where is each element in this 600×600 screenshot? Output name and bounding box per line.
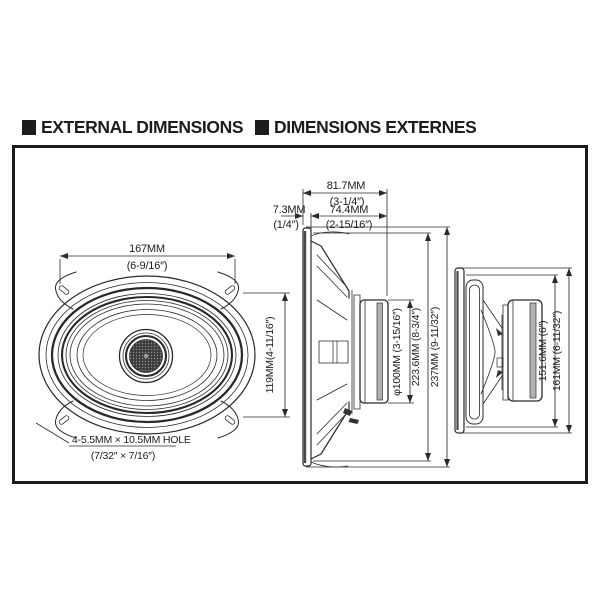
header-title-external-dimensions: EXTERNAL DIMENSIONS [22,117,244,138]
mounting-depth-inch-label: (3-1/4″) [330,196,365,208]
dimension-long-axis-heights: φ100MM (3-15/16″) 223.6MM (8-3/4″) 237MM… [306,226,450,468]
speaker-side-view-short-axis-drawing: 151.6MM (6″) 161MM (6-11/32″) [454,267,572,434]
flange-depth-mm-label: 7.3MM [273,204,306,216]
hole-note-line1: 4-5.5MM × 10.5MM HOLE [72,434,191,446]
dimension-mounting-depth: 81.7MM (3-1/4″) 7.3MM (1/4″) 74.4MM (2-1… [273,180,388,296]
terminal-tab [343,408,352,416]
speaker-side-view-long-axis-drawing: 81.7MM (3-1/4″) 7.3MM (1/4″) 74.4MM (2-1… [273,180,450,468]
front-width-mm-label: 167MM [129,243,165,255]
overall-length-label: 237MM (9-11/32″) [429,307,441,387]
mounting-lugs [54,271,240,439]
terminal-tab [496,370,503,378]
dimension-front-width: 167MM (6-9/16″) [59,243,236,284]
cutout-length-label: 223.6MM (8-3/4″) [410,308,422,386]
header-title-dimensions-externes: DIMENSIONS EXTERNES [255,117,477,138]
dimension-front-height: 119MM(4-11/16″) [243,292,290,418]
magnet-diameter-label: φ100MM (3-15/16″) [391,308,403,396]
overall-width-label: 161MM (6-11/32″) [551,311,563,391]
body-depth-inch-label: (2-15/16″) [326,219,373,231]
dimension-short-axis-heights: 151.6MM (6″) 161MM (6-11/32″) [458,267,572,434]
tweeter [118,328,174,384]
terminal-tab [348,418,359,424]
diagram-border-box [12,145,588,484]
page-header: EXTERNAL DIMENSIONS DIMENSIONS EXTERNES [0,117,600,141]
cutout-width-label: 151.6MM (6″) [537,321,549,382]
body-depth-mm-label: 74.4MM [330,204,369,216]
terminal-tab [496,328,503,336]
mounting-hole-note: 4-5.5MM × 10.5MM HOLE (7/32″ × 7/16″) [35,422,191,462]
hole-note-line2: (7/32″ × 7/16″) [91,450,155,462]
header-title-fr-label: DIMENSIONS EXTERNES [274,117,477,137]
magnet-long-axis [359,299,389,404]
speaker-front-view-drawing: 167MM (6-9/16″) 119MM(4-11/16″) 4-5.5MM … [35,243,290,462]
magnet-short-axis [507,299,543,402]
black-square-icon [22,120,36,135]
black-square-icon [255,120,269,135]
flange-depth-inch-label: (1/4″) [273,219,298,231]
header-title-en-label: EXTERNAL DIMENSIONS [41,117,244,137]
mounting-depth-mm-label: 81.7MM [327,180,366,192]
front-width-inch-label: (6-9/16″) [127,260,168,272]
front-height-label: 119MM(4-11/16″) [264,317,276,394]
